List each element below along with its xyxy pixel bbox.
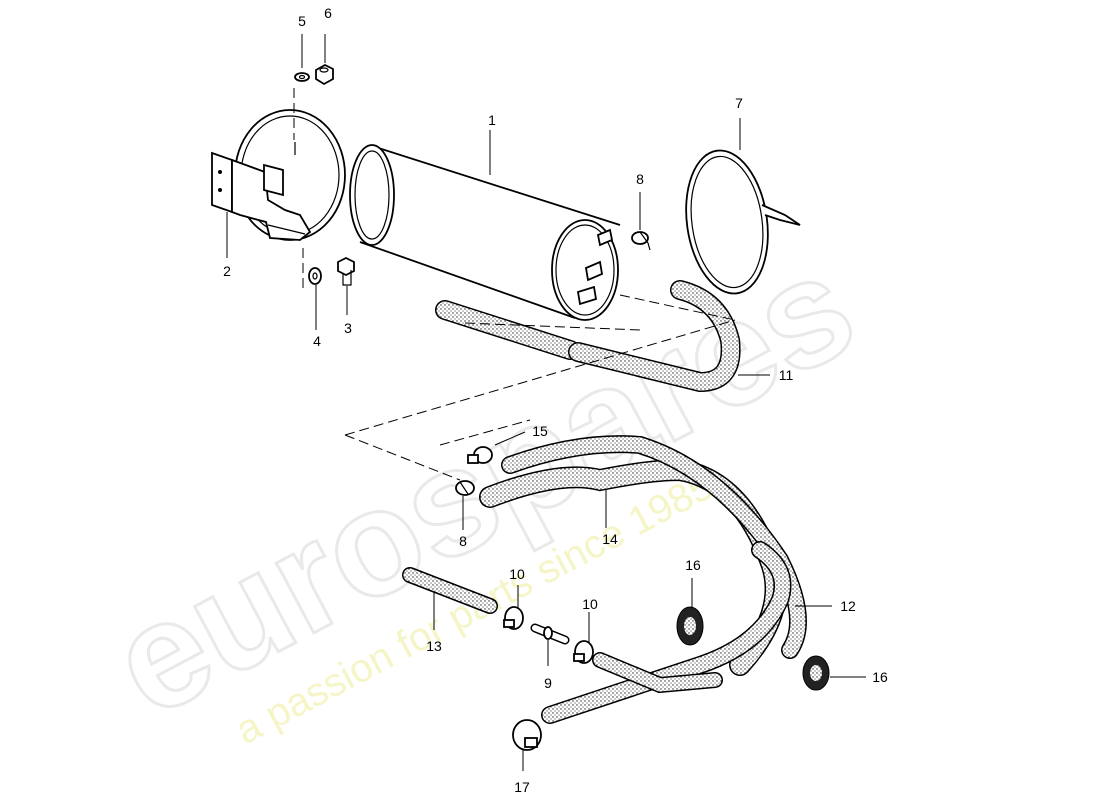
washer-5: [294, 72, 310, 82]
callout-12: 12: [840, 598, 856, 614]
hose-clip-8-lower: [455, 480, 475, 496]
callout-1: 1: [488, 112, 496, 128]
callout-13: 13: [426, 638, 442, 654]
callout-11: 11: [779, 367, 794, 383]
nut-6: [315, 63, 334, 86]
watermark: eurospares a passion for parts since 198…: [85, 219, 881, 753]
hose-short-segment: [435, 300, 580, 360]
callout-8-upper: 8: [636, 171, 644, 187]
callout-6: 6: [324, 5, 332, 21]
washer-4: [308, 267, 322, 285]
hose-13: [402, 567, 498, 614]
callout-2: 2: [223, 263, 231, 279]
callout-3: 3: [344, 320, 352, 336]
callout-10-right: 10: [582, 596, 598, 612]
hose-upper-loop: [501, 435, 807, 659]
clamp-10-right: [573, 640, 594, 664]
strap-band: [685, 149, 801, 295]
callout-5: 5: [298, 13, 306, 29]
bolt-3: [337, 256, 355, 286]
callout-7: 7: [735, 95, 743, 111]
callout-16-upper: 16: [685, 557, 701, 573]
callout-4: 4: [313, 333, 321, 349]
callout-15: 15: [532, 423, 548, 439]
clamp-15: [467, 446, 493, 464]
hose-12: [541, 541, 792, 724]
hose-11: [568, 280, 741, 393]
clamp-17: [512, 719, 542, 751]
grommet-16-left: [676, 606, 704, 646]
callout-17: 17: [514, 779, 530, 795]
canister-nozzle: [576, 228, 614, 306]
callout-14: 14: [602, 531, 618, 547]
callout-16-right: 16: [872, 669, 888, 685]
mounting-bracket: [211, 109, 346, 241]
hose-small-bend: [592, 652, 723, 694]
clamp-10-left: [503, 606, 524, 630]
callout-10-left: 10: [509, 566, 525, 582]
watermark-brand: eurospares: [86, 220, 879, 748]
hose-clip-8-upper: [631, 231, 651, 251]
connector-9: [530, 623, 570, 645]
charcoal-canister: [349, 144, 621, 321]
grommet-16-right: [802, 655, 830, 691]
callout-8-lower: 8: [459, 533, 467, 549]
callout-9: 9: [544, 675, 552, 691]
